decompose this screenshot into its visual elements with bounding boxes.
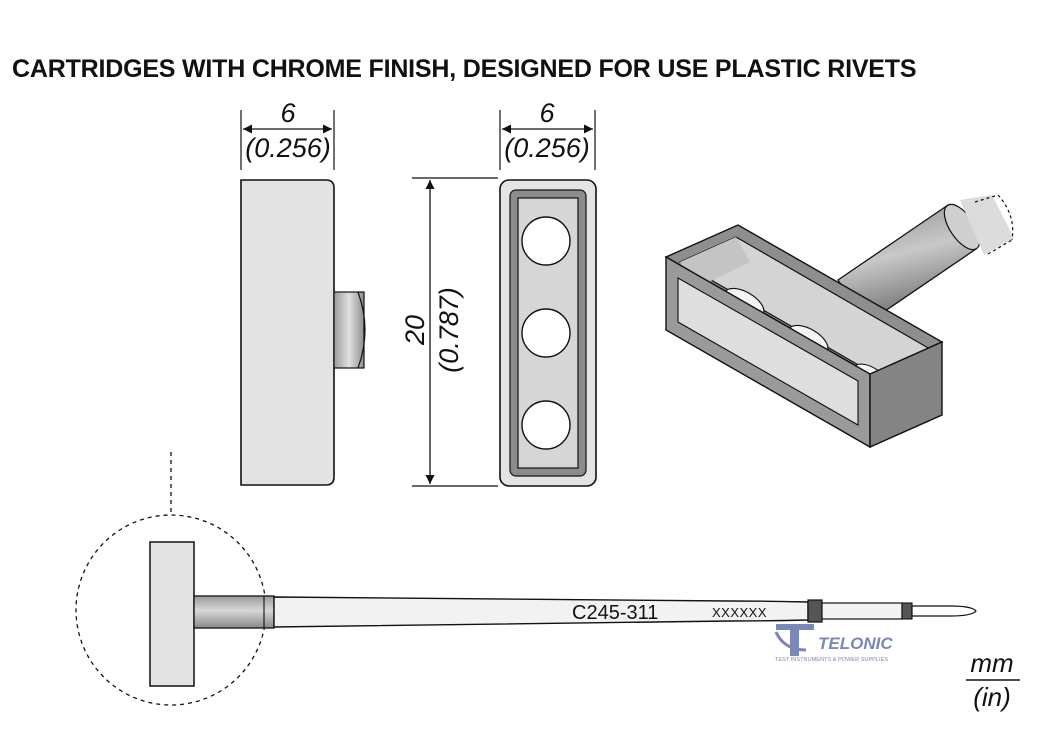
shaft-break-line bbox=[357, 291, 366, 369]
drawing-title: CARTRIDGES WITH CHROME FINISH, DESIGNED … bbox=[12, 55, 917, 83]
part-number: C245-311 bbox=[572, 602, 658, 624]
tip-sleeve bbox=[821, 602, 903, 620]
full-tip-view: C245-311 XXXXXX bbox=[75, 452, 977, 706]
iso-shaft-break-line bbox=[974, 194, 999, 203]
brand-tagline: TEST INSTRUMENTS & POWER SUPPLIES bbox=[775, 657, 888, 663]
isometric-view bbox=[664, 194, 1014, 449]
iso-box-front-inner bbox=[677, 277, 859, 426]
side-width-in: (0.256) bbox=[245, 133, 331, 163]
iso-shaft-break-line bbox=[987, 239, 1013, 255]
height-in: (0.787) bbox=[434, 287, 464, 373]
telonic-watermark: TELONIC TEST INSTRUMENTS & POWER SUPPLIE… bbox=[774, 624, 893, 663]
serial-placeholder: XXXXXX bbox=[712, 605, 767, 620]
height-mm: 20 bbox=[400, 315, 430, 346]
unit-mm: mm bbox=[970, 648, 1013, 678]
side-width-mm: 6 bbox=[280, 98, 296, 128]
shaft-stub bbox=[333, 291, 365, 369]
side-view: 6 (0.256) bbox=[240, 98, 366, 486]
front-width-mm: 6 bbox=[539, 98, 555, 128]
iso-box-side bbox=[869, 340, 943, 449]
tip-neck bbox=[193, 595, 275, 629]
front-view: 6 (0.256) bbox=[499, 98, 597, 487]
unit-in: (in) bbox=[973, 682, 1011, 712]
telonic-logo-icon bbox=[774, 624, 814, 656]
height-dimension: 20 (0.787) bbox=[400, 177, 498, 487]
units-legend: mm (in) bbox=[966, 648, 1020, 712]
rivet-cup-bottom bbox=[521, 400, 571, 450]
brand-name: TELONIC bbox=[818, 634, 893, 653]
iso-shaft-end bbox=[960, 195, 1014, 255]
iso-shaft-break-line bbox=[997, 194, 1014, 241]
rivet-cup-top bbox=[521, 216, 571, 266]
shaft-ring bbox=[807, 599, 823, 623]
tip-point bbox=[911, 605, 977, 617]
cartridge-head bbox=[149, 541, 195, 687]
front-width-in: (0.256) bbox=[504, 133, 590, 163]
cartridge-body-side bbox=[240, 179, 335, 486]
tip-connector bbox=[901, 602, 913, 620]
rivet-cup-middle bbox=[521, 308, 571, 358]
